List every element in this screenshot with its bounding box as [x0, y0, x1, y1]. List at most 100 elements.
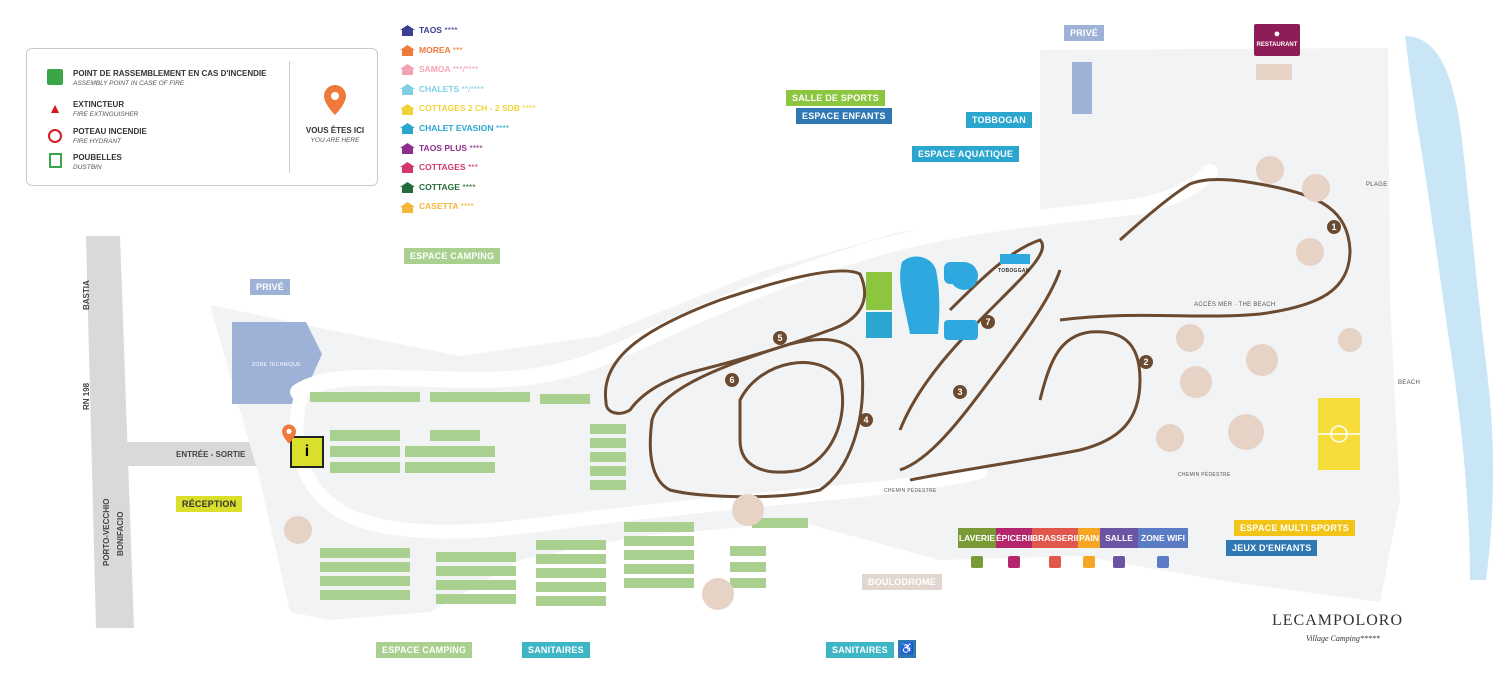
- category-stars: ***: [467, 162, 478, 173]
- label-sanitaires-right: SANITAIRES: [826, 642, 894, 658]
- you-are-here-label: VOUS ÊTES ICI: [305, 126, 365, 135]
- track-number: 6: [725, 373, 739, 387]
- service-icon: [1113, 556, 1125, 568]
- label-boulodrome: BOULODROME: [862, 574, 942, 590]
- you-are-here-pin: [282, 424, 296, 444]
- restaurant-sign: ● RESTAURANT: [1254, 24, 1300, 56]
- category-row: CASETTA ****: [400, 200, 474, 213]
- category-name: COTTAGES 2 CH - 2 SDB: [419, 103, 520, 114]
- location-pin-icon: [324, 85, 346, 115]
- house-icon: [400, 103, 415, 115]
- category-name: SAMOA: [419, 64, 451, 75]
- category-row: TAOS ****: [400, 24, 458, 37]
- label-espace-enfants: ESPACE ENFANTS: [796, 108, 892, 124]
- accessibility-icon: ♿: [898, 640, 916, 658]
- brand-tagline: Village Camping*****: [1306, 634, 1380, 643]
- sport-hall: [866, 272, 892, 310]
- label-tobbogan: TOBBOGAN: [966, 112, 1032, 128]
- service-icon: [1157, 556, 1169, 568]
- trees: [284, 156, 1362, 610]
- legend-dustbin: POUBELLES DUSTBIN: [47, 153, 297, 172]
- service-2: BRASSERIE: [1032, 528, 1082, 548]
- label-acces-mer: ACCÈS MER · THE BEACH: [1194, 302, 1276, 308]
- service-icon: [1083, 556, 1095, 568]
- legend-label: POUBELLES: [73, 153, 122, 162]
- legend-extinguisher: ▲ EXTINCTEUR FIRE EXTINGUISHER: [47, 100, 297, 119]
- category-row: COTTAGES 2 CH - 2 SDB ****: [400, 102, 536, 115]
- service-0: LAVERIE: [958, 528, 996, 548]
- restaurant-icon: ●: [1273, 28, 1281, 40]
- label-prive-top: PRIVÉ: [1064, 25, 1105, 41]
- track-number: 3: [953, 385, 967, 399]
- category-stars: ****: [469, 142, 483, 153]
- label-chemin-pedestre-1: CHEMIN PÉDESTRE: [884, 488, 937, 494]
- road-rn198: RN 198: [82, 382, 91, 410]
- label-espace-multi-sports: ESPACE MULTI SPORTS: [1234, 520, 1355, 536]
- legend-label: POTEAU INCENDIE: [73, 127, 147, 136]
- house-icon: [400, 123, 415, 135]
- road-bonifacio: BONIFACIO: [116, 511, 125, 556]
- category-stars: ****: [444, 25, 458, 35]
- label-jeux-enfants: JEUX D'ENFANTS: [1226, 540, 1318, 556]
- service-icon: [971, 556, 983, 568]
- category-name: TAOS PLUS: [419, 142, 468, 153]
- legend-sublabel: FIRE HYDRANT: [73, 138, 122, 145]
- track-number: 5: [773, 331, 787, 345]
- you-are-here-block: VOUS ÊTES ICI YOU ARE HERE: [297, 85, 373, 145]
- fire-hydrant-icon: [48, 129, 62, 143]
- label-espace-camping-bottom: ESPACE CAMPING: [376, 642, 473, 658]
- service-icon: [1049, 556, 1061, 568]
- category-name: COTTAGE: [419, 181, 460, 192]
- category-row: TAOS PLUS ****: [400, 142, 483, 154]
- track-loops: [603, 178, 1352, 499]
- label-zone-technique: ZONE TECHNIQUE: [252, 362, 301, 368]
- label-plage: PLAGE: [1366, 182, 1388, 188]
- kids-area: [866, 312, 892, 338]
- restaurant-label: RESTAURANT: [1256, 42, 1298, 48]
- service-1: ÉPICERIE: [996, 528, 1036, 548]
- label-reception: RÉCEPTION: [176, 496, 243, 512]
- legend-divider: [289, 61, 290, 173]
- category-stars: ****: [495, 123, 510, 133]
- main-alley: [290, 164, 1218, 400]
- legend-sublabel: FIRE EXTINGUISHER: [73, 111, 139, 118]
- category-row: CHALET EVASION ****: [400, 122, 510, 135]
- category-stars: ****: [462, 181, 476, 192]
- category-row: MOREA ***: [400, 44, 463, 56]
- track-number: 4: [859, 413, 873, 427]
- service-4: SALLE TV: [1100, 528, 1138, 563]
- label-espace-camping-top: ESPACE CAMPING: [404, 248, 501, 264]
- label-beach: BEACH: [1398, 380, 1421, 386]
- camping-plots: [310, 392, 808, 606]
- track-number: 1: [1327, 220, 1341, 234]
- campsite-ground: [210, 48, 1400, 620]
- house-icon: [400, 25, 415, 37]
- category-name: CHALET EVASION: [419, 123, 494, 133]
- legend-hydrant: POTEAU INCENDIE FIRE HYDRANT: [47, 127, 297, 146]
- category-row: SAMOA ***/****: [400, 63, 479, 76]
- sea: [1405, 36, 1494, 580]
- reception-info-icon: i: [290, 436, 324, 468]
- category-name: CHALETS: [419, 83, 460, 94]
- label-espace-aquatique: ESPACE AQUATIQUE: [912, 146, 1020, 162]
- restaurant-building: [1256, 64, 1292, 80]
- lower-alley: [289, 393, 987, 539]
- pools: [900, 254, 1030, 340]
- label-prive-left: PRIVÉ: [250, 279, 291, 295]
- house-icon: [400, 142, 415, 154]
- track-number: 7: [981, 315, 995, 329]
- category-stars: ****: [522, 103, 536, 114]
- house-icon: [400, 201, 415, 213]
- label-toboggan-small: TOBOGGAN: [998, 268, 1030, 274]
- house-icon: [400, 84, 415, 96]
- category-stars: ****: [460, 201, 474, 212]
- category-name: CASETTA: [419, 201, 459, 212]
- category-name: TAOS: [419, 25, 442, 35]
- label-sanitaires-left: SANITAIRES: [522, 642, 590, 658]
- house-icon: [400, 182, 415, 194]
- track-number: 2: [1139, 355, 1153, 369]
- category-row: CHALETS **/****: [400, 83, 484, 96]
- entrance-road: [120, 442, 290, 466]
- category-stars: ***/****: [452, 64, 479, 75]
- assembly-point-icon: [47, 69, 63, 85]
